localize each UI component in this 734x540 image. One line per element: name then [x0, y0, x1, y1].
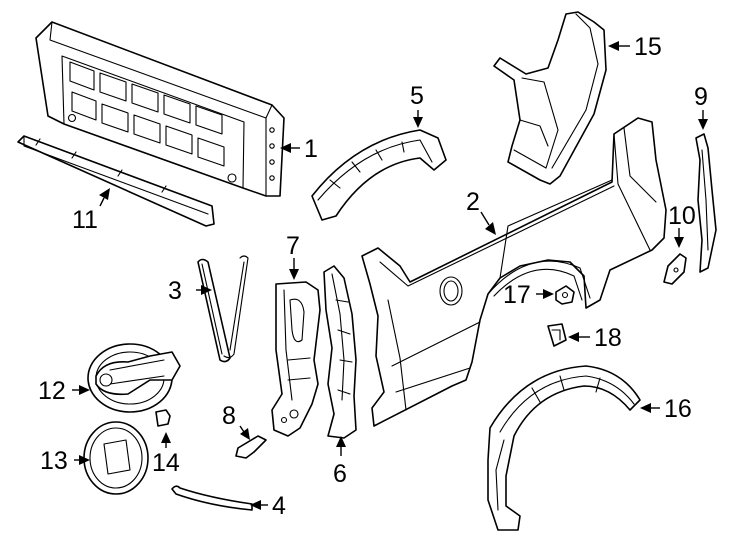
part-15-wheelhouse-upper[interactable] [493, 11, 607, 185]
part-2-bed-side-panel[interactable] [361, 117, 667, 427]
part-18-clip[interactable] [547, 323, 567, 347]
part-1-front-panel[interactable] [35, 21, 285, 197]
callout-labels: 1 2 3 4 5 6 7 8 9 10 11 12 13 14 15 16 1… [38, 33, 708, 520]
callout-2: 2 [466, 188, 480, 216]
callout-13: 13 [40, 447, 68, 475]
callout-6: 6 [333, 460, 347, 488]
callout-17: 17 [503, 281, 531, 309]
callout-12: 12 [38, 377, 66, 405]
part-5-flange[interactable] [311, 129, 447, 221]
callout-16: 16 [664, 395, 692, 423]
part-12-fuel-door-housing[interactable] [87, 343, 181, 413]
callout-7: 7 [286, 232, 300, 260]
part-16-wheelhouse-liner[interactable] [487, 365, 641, 531]
callout-11: 11 [72, 206, 98, 234]
part-6-reinforcement[interactable] [323, 265, 357, 439]
callout-9: 9 [694, 83, 708, 111]
callout-1: 1 [304, 135, 318, 163]
part-7-brace[interactable] [271, 281, 321, 437]
part-17-push-pin[interactable] [555, 285, 575, 305]
part-10-clip-bracket[interactable] [663, 253, 687, 285]
callout-5: 5 [410, 82, 424, 110]
callout-18: 18 [594, 324, 622, 352]
part-9-rear-bracket[interactable] [695, 133, 717, 273]
part-11-rail[interactable] [17, 135, 215, 227]
callout-15: 15 [634, 33, 662, 61]
callout-4: 4 [272, 492, 286, 520]
callout-14: 14 [152, 449, 180, 477]
callout-3: 3 [168, 277, 182, 305]
part-8-bracket[interactable] [235, 435, 267, 459]
part-3-seal[interactable] [197, 255, 249, 363]
part-4-strip[interactable] [171, 485, 253, 511]
leader-lines [72, 41, 708, 510]
part-14-bumper[interactable] [155, 409, 171, 427]
part-13-fuel-door[interactable] [83, 421, 149, 495]
callout-8: 8 [222, 402, 236, 430]
callout-10: 10 [668, 202, 696, 230]
